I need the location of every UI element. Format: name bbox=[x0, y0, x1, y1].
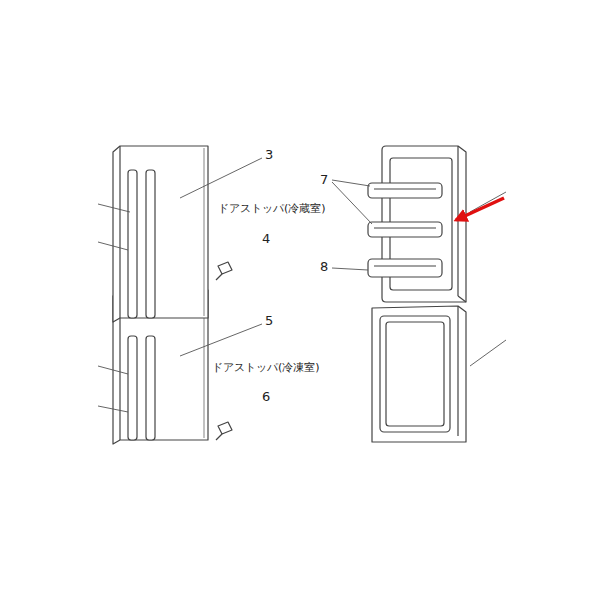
callout-number: 7 bbox=[320, 173, 328, 187]
door-pocket bbox=[368, 222, 442, 237]
callout-number: 4 bbox=[262, 232, 270, 246]
door-stopper bbox=[216, 262, 232, 280]
door-stopper bbox=[216, 422, 232, 440]
callout-number: 6 bbox=[262, 390, 270, 404]
part-name: ドアストッパ(冷凍室) bbox=[212, 362, 320, 374]
part-name: ドアストッパ(冷蔵室) bbox=[218, 203, 326, 215]
door-inner-panel bbox=[372, 306, 466, 442]
leader-lines bbox=[98, 158, 506, 412]
door-pocket bbox=[368, 183, 442, 198]
door-pocket bbox=[368, 259, 442, 277]
callout-number: 8 bbox=[320, 260, 328, 274]
callout-number: 5 bbox=[265, 314, 273, 328]
refrigerator-door bbox=[113, 146, 208, 322]
callout-number: 3 bbox=[265, 148, 273, 162]
red-arrow bbox=[456, 198, 504, 220]
